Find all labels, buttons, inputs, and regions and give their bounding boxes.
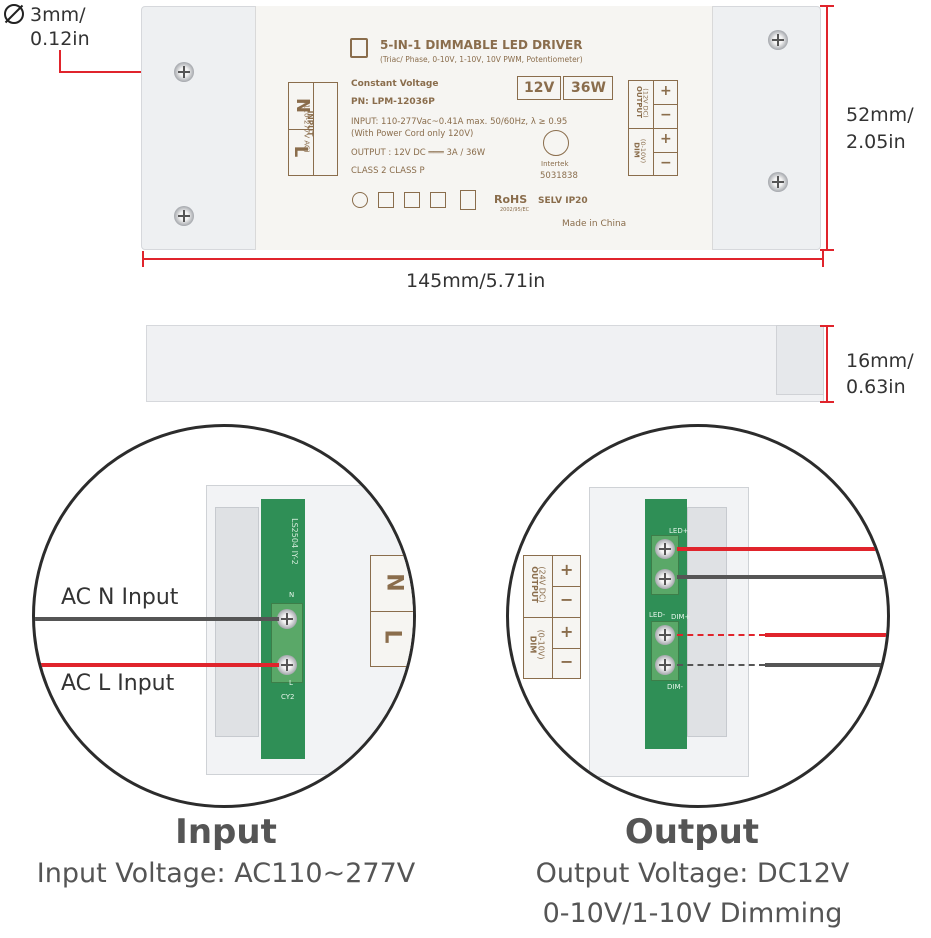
circle-output-minus: − bbox=[560, 590, 574, 609]
safety-icon bbox=[352, 192, 368, 208]
class-spec: CLASS 2 CLASS P bbox=[351, 166, 425, 176]
constant-voltage: Constant Voltage bbox=[351, 79, 439, 89]
height-dimension-line bbox=[826, 6, 828, 250]
dim-plus: + bbox=[660, 131, 672, 147]
made-in-china: Made in China bbox=[562, 219, 627, 229]
screw-icon bbox=[174, 62, 194, 82]
hole-leader-line-h bbox=[59, 71, 175, 73]
screw-icon bbox=[174, 206, 194, 226]
circle-l-label: L bbox=[379, 629, 405, 644]
rohs-sub: 2002/95/EC bbox=[500, 207, 530, 213]
logo-icon bbox=[350, 38, 368, 58]
screw-icon bbox=[768, 30, 788, 50]
dim-minus: − bbox=[660, 155, 672, 171]
n-wire bbox=[35, 617, 279, 621]
input-spec-note: (With Power Cord only 120V) bbox=[351, 129, 474, 139]
etl-intertek: Intertek bbox=[541, 160, 569, 168]
etl-mark-icon bbox=[543, 130, 569, 156]
input-block-range: (110-277V AC) bbox=[302, 101, 311, 153]
height-dimension-mm: 52mm/ bbox=[846, 104, 914, 126]
terminal-screw-icon bbox=[655, 655, 675, 675]
double-insulation-icon bbox=[378, 192, 394, 208]
input-caption-title: Input bbox=[175, 812, 277, 852]
output-label-block: OUTPUT (24V DC) DIM (0-10V) + − + − bbox=[523, 555, 581, 679]
etl-code: 5031838 bbox=[540, 171, 578, 181]
ac-n-input-label: AC N Input bbox=[61, 585, 179, 610]
pcb-term-l: L bbox=[289, 679, 293, 687]
dim-plus-wire-dashed bbox=[677, 634, 765, 636]
l-wire bbox=[35, 663, 279, 667]
weee-bin-icon bbox=[460, 190, 476, 210]
house-icon bbox=[430, 192, 446, 208]
circle-dim-range: (0-10V) bbox=[536, 629, 546, 660]
output-spec: OUTPUT : 12V DC ═══ 3A / 36W bbox=[351, 148, 486, 158]
indoor-use-icon bbox=[404, 192, 420, 208]
depth-dimension-in: 0.63in bbox=[846, 376, 906, 398]
output-block-range: (12V DC) bbox=[641, 88, 650, 118]
hole-diameter-icon bbox=[4, 4, 24, 24]
hole-dimension-mm: 3mm/ bbox=[30, 4, 86, 26]
output-plus: + bbox=[660, 83, 672, 99]
terminal-screw-icon bbox=[277, 655, 297, 675]
watt-rating-box: 36W bbox=[563, 76, 613, 100]
terminal-screw-icon bbox=[277, 609, 297, 629]
led-plus-wire bbox=[677, 547, 887, 551]
circle-dim-plus: + bbox=[560, 622, 574, 641]
terminal-screw-icon bbox=[655, 569, 675, 589]
terminal-screw-icon bbox=[655, 539, 675, 559]
output-caption-title: Output bbox=[624, 812, 760, 852]
pcb-term-n: N bbox=[289, 591, 295, 599]
pcb-marking: LS2504 IY-2 bbox=[289, 518, 299, 565]
depth-dimension-mm: 16mm/ bbox=[846, 350, 914, 372]
selv-ip20: SELV IP20 bbox=[538, 196, 588, 206]
input-caption-sub: Input Voltage: AC110~277V bbox=[36, 858, 416, 889]
side-cap bbox=[776, 325, 824, 395]
hole-dimension-in: 0.12in bbox=[30, 28, 90, 50]
watt-rating: 36W bbox=[571, 80, 606, 96]
driver-title: 5-IN-1 DIMMABLE LED DRIVER bbox=[380, 38, 583, 52]
dim-plus-mark: DIM+ bbox=[671, 613, 691, 621]
circle-dim-minus: − bbox=[560, 652, 574, 671]
output-detail-circle: LED+ LED- DIM+ DIM- OUTPUT (24V DC) DIM … bbox=[506, 424, 890, 808]
output-caption-sub1: Output Voltage: DC12V bbox=[535, 858, 850, 889]
height-dimension-in: 2.05in bbox=[846, 131, 906, 153]
output-caption-sub2: 0-10V/1-10V Dimming bbox=[542, 898, 843, 929]
dim-minus-wire bbox=[765, 663, 887, 667]
ac-l-input-label: AC L Input bbox=[61, 671, 175, 696]
circle-output-plus: + bbox=[560, 560, 574, 579]
length-dimension-line bbox=[143, 258, 823, 260]
circle-n-label: N bbox=[381, 573, 407, 592]
input-detail-circle: LS2504 IY-2 N L CY2 N L AC N Input AC L … bbox=[32, 424, 416, 808]
dim-minus-wire-dashed bbox=[677, 664, 765, 666]
part-number: PN: LPM-12036P bbox=[351, 97, 435, 107]
screw-icon bbox=[768, 172, 788, 192]
dim-minus-mark: DIM- bbox=[667, 683, 684, 691]
pcb-cy2: CY2 bbox=[281, 693, 295, 701]
driver-side-view bbox=[146, 325, 824, 402]
led-minus-wire bbox=[677, 575, 887, 579]
input-nl-block: N L bbox=[370, 555, 413, 667]
input-terminal-block: N L INPUT (110-277V AC) bbox=[288, 82, 338, 176]
led-minus-mark: LED- bbox=[649, 611, 666, 619]
voltage-rating-box: 12V bbox=[517, 76, 561, 100]
circle-output-range: (24V DC) bbox=[537, 566, 547, 603]
hole-leader-line bbox=[59, 50, 61, 72]
driver-subtitle: (Triac/ Phase, 0-10V, 1-10V, 10V PWM, Po… bbox=[380, 55, 583, 64]
rohs-label: RoHS bbox=[494, 193, 528, 206]
input-spec: INPUT: 110-277Vac~0.41A max. 50/60Hz, λ … bbox=[351, 117, 568, 127]
dim-plus-wire bbox=[765, 633, 887, 637]
length-dimension: 145mm/5.71in bbox=[406, 270, 546, 292]
voltage-rating: 12V bbox=[524, 80, 555, 96]
dim-block-range: (0-10V) bbox=[639, 138, 648, 164]
led-plus-mark: LED+ bbox=[669, 527, 689, 535]
output-terminal-block: OUTPUT (12V DC) DIM (0-10V) + − + − bbox=[628, 80, 678, 176]
output-minus: − bbox=[660, 107, 672, 123]
terminal-screw-icon bbox=[655, 625, 675, 645]
depth-dimension-line bbox=[826, 326, 828, 402]
